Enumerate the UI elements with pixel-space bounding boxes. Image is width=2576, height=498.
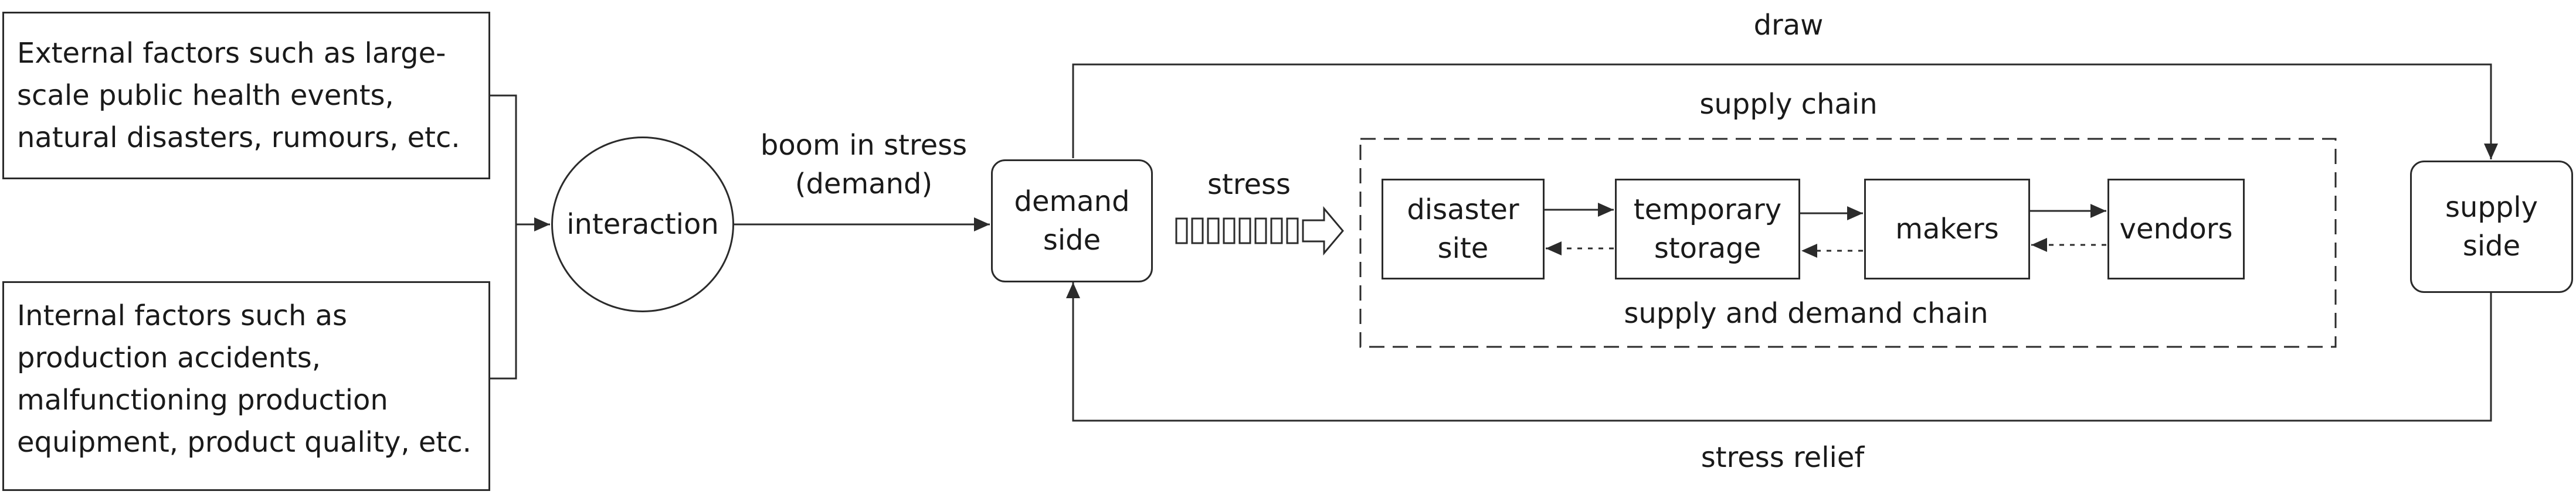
supply-side-box: supply side xyxy=(2410,161,2573,293)
boom-in-stress-label: boom in stress (demand) xyxy=(760,129,968,200)
demand-side-box: demand side xyxy=(991,159,1153,282)
interaction-circle: interaction xyxy=(551,137,734,312)
stress-relief-arrow xyxy=(1066,282,2492,422)
stress-relief-label: stress relief xyxy=(1701,441,1865,474)
internal-factors-box: Internal factors such as production acci… xyxy=(2,281,490,491)
makers-box: makers xyxy=(1864,179,2030,279)
supply-chain-label: supply chain xyxy=(1699,88,1878,121)
stress-label: stress xyxy=(1207,168,1291,201)
draw-label: draw xyxy=(1753,9,1824,42)
internal-connector xyxy=(490,224,517,380)
temporary-storage-box: temporary storage xyxy=(1615,179,1800,279)
vendors-box: vendors xyxy=(2107,179,2245,279)
stress-pressure-arrow xyxy=(1175,206,1344,256)
external-factors-box: External factors such as large- scale pu… xyxy=(2,12,490,179)
disaster-site-box: disaster site xyxy=(1382,179,1545,279)
external-connector xyxy=(490,94,517,224)
supply-demand-chain-frame xyxy=(1359,138,2337,348)
supply-and-demand-chain-label: supply and demand chain xyxy=(1624,297,1988,330)
draw-arrow xyxy=(1072,63,2498,159)
